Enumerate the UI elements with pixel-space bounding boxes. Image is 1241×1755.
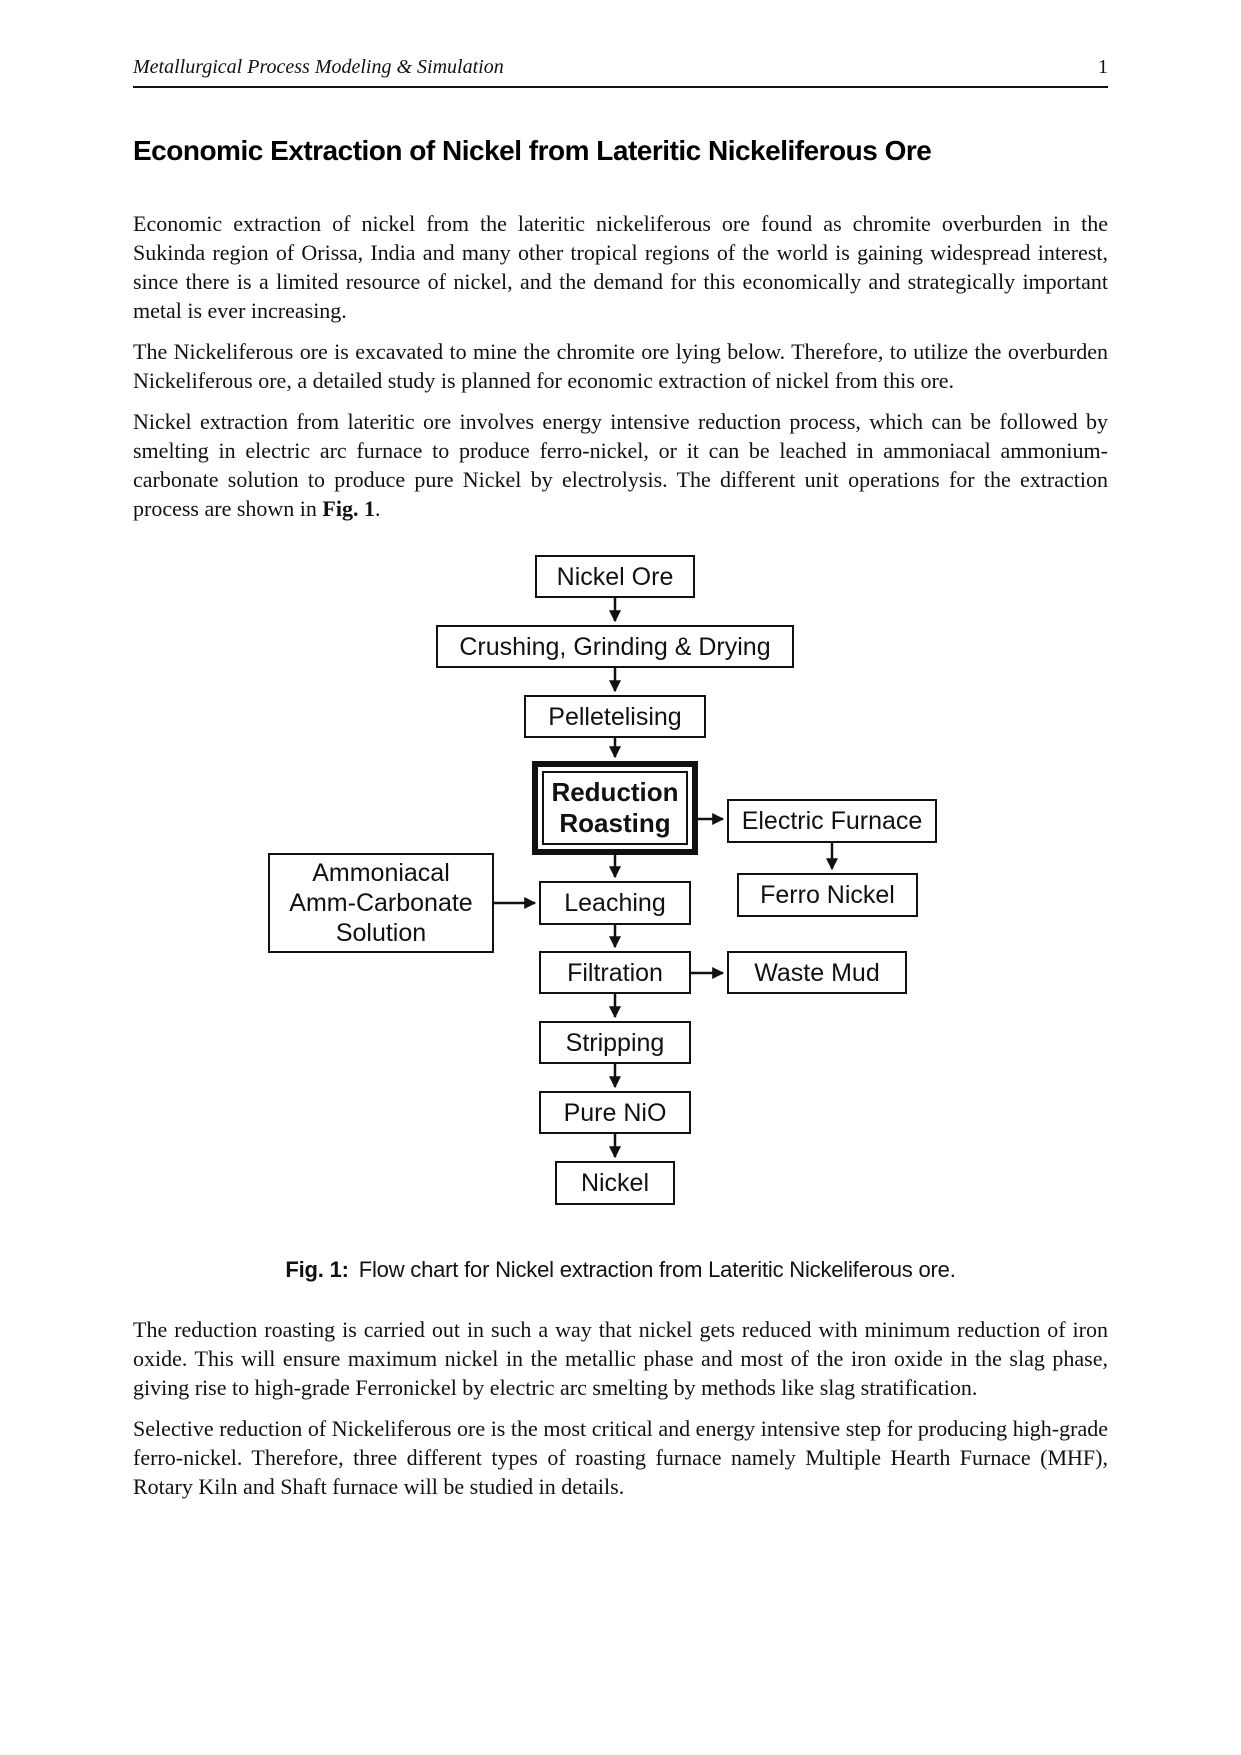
node-crushing-grinding-drying: Crushing, Grinding & Drying	[436, 625, 794, 668]
figure-caption-text: Flow chart for Nickel extraction from La…	[358, 1257, 956, 1282]
node-leaching: Leaching	[539, 881, 691, 925]
reduction-roasting-line1: Reduction	[551, 776, 679, 807]
node-pure-nio: Pure NiO	[539, 1091, 691, 1134]
node-filtration: Filtration	[539, 951, 691, 994]
node-nickel-ore: Nickel Ore	[535, 555, 695, 598]
ammoniacal-line1: Ammoniacal	[312, 859, 450, 887]
node-ammoniacal-solution: Ammoniacal Amm-Carbonate Solution	[268, 853, 494, 953]
node-electric-furnace: Electric Furnace	[727, 799, 937, 843]
header-rule	[133, 86, 1108, 88]
node-waste-mud: Waste Mud	[727, 951, 907, 994]
reduction-roasting-line2: Roasting	[559, 808, 671, 838]
node-nickel: Nickel	[555, 1161, 675, 1205]
node-pelletelising: Pelletelising	[524, 695, 706, 738]
node-reduction-roasting-inner: Reduction Roasting	[542, 771, 688, 845]
paragraph-4: The reduction roasting is carried out in…	[133, 1317, 1108, 1400]
running-title: Metallurgical Process Modeling & Simulat…	[133, 56, 504, 78]
figure-1: Nickel Ore Crushing, Grinding & Drying P…	[133, 547, 1108, 1283]
page-header: Metallurgical Process Modeling & Simulat…	[133, 56, 1108, 79]
nickel-extraction-flowchart: Nickel Ore Crushing, Grinding & Drying P…	[133, 547, 1108, 1211]
paragraph-3-period: .	[374, 496, 381, 521]
page-number: 1	[1098, 56, 1108, 78]
ammoniacal-line2: Amm-Carbonate	[289, 889, 473, 917]
article-title: Economic Extraction of Nickel from Later…	[133, 135, 932, 166]
figure-caption-label: Fig. 1:	[285, 1257, 349, 1282]
paragraph-3: Nickel extraction from lateritic ore inv…	[133, 407, 1108, 523]
figure-caption: Fig. 1: Flow chart for Nickel extraction …	[133, 1257, 1108, 1283]
paragraph-3-text: Nickel extraction from lateritic ore inv…	[133, 409, 1108, 521]
node-ferro-nickel: Ferro Nickel	[737, 873, 918, 917]
figure-1-reference: Fig. 1	[322, 496, 375, 521]
paragraph-2: The Nickeliferous ore is excavated to mi…	[133, 339, 1108, 393]
ammoniacal-line3: Solution	[335, 919, 427, 947]
paragraph-5: Selective reduction of Nickeliferous ore…	[133, 1416, 1108, 1499]
node-stripping: Stripping	[539, 1021, 691, 1064]
node-reduction-roasting: Reduction Roasting	[532, 761, 698, 855]
paragraph-1: Economic extraction of nickel from the l…	[133, 211, 1108, 323]
